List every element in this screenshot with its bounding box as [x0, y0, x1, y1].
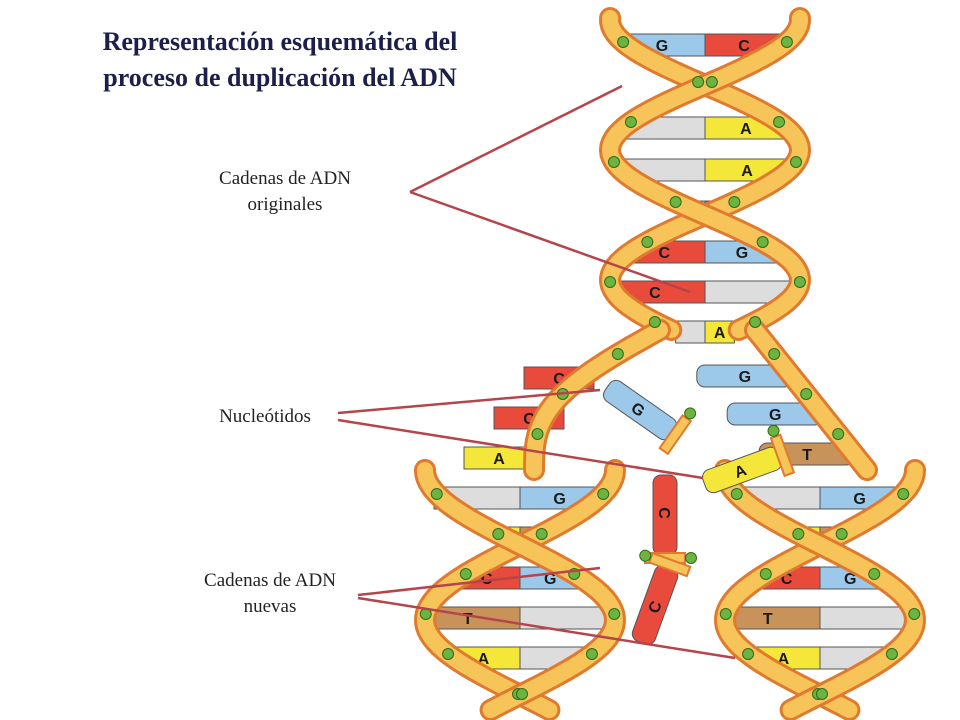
phosphate-dot — [669, 196, 682, 208]
phosphate-dot — [730, 488, 743, 500]
free-nucleotide-phosphate — [685, 552, 697, 564]
left-daughter-strand-b — [417, 462, 623, 718]
phosphate-dot — [728, 196, 741, 208]
phosphate-dot — [756, 236, 769, 248]
free-nucleotide-letter: C — [655, 507, 672, 519]
phosphate-dot — [442, 648, 455, 660]
phosphate-dot — [535, 528, 548, 540]
parent-pair-3-right-letter: A — [741, 163, 753, 180]
parent-pair-2-right-letter: A — [740, 121, 752, 138]
phosphate-dot — [792, 528, 805, 540]
right-daughter-pair-0-right-letter: G — [853, 491, 865, 508]
label-original-strands: Cadenas de ADN originales — [180, 166, 390, 218]
label-new-strands: Cadenas de ADN nuevas — [165, 568, 375, 620]
phosphate-dot — [617, 36, 630, 48]
parent-pair-5-left-letter: C — [658, 245, 670, 262]
parent-pair-5-right-letter: G — [736, 245, 748, 262]
phosphate-dot — [492, 528, 505, 540]
right-arm-letter-0: G — [739, 369, 751, 386]
label-new-strands-line1: Cadenas de ADN — [204, 570, 336, 591]
phosphate-dot — [459, 568, 472, 580]
phosphate-dot — [773, 116, 786, 128]
label-nucleotides: Nucleótidos — [219, 406, 311, 427]
phosphate-dot — [800, 388, 813, 400]
phosphate-dot — [835, 528, 848, 540]
right-daughter-strand-a — [717, 462, 923, 718]
phosphate-dot — [768, 348, 781, 360]
phosphate-dot — [597, 488, 610, 500]
free-nucleotide-1: A — [702, 424, 796, 494]
phosphate-dot — [742, 648, 755, 660]
phosphate-dot — [604, 276, 617, 288]
right-daughter-pair-2-right-letter: G — [844, 571, 856, 588]
left-daughter-pair-0-right-letter: G — [553, 491, 565, 508]
free-nucleotide-phosphate — [684, 407, 697, 420]
phosphate-dot — [648, 316, 661, 328]
right-daughter-strand-b — [717, 462, 923, 718]
phosphate-dot — [908, 608, 921, 620]
free-nucleotide-2: C — [644, 474, 697, 564]
phosphate-dot — [868, 568, 881, 580]
phosphate-dot — [641, 236, 654, 248]
left-arm-letter-2: A — [493, 451, 505, 468]
right-daughter-pair-3-left-letter: T — [763, 611, 773, 628]
phosphate-dot — [790, 156, 803, 168]
page-title: Representación esquemática del proceso d… — [40, 24, 520, 96]
label-original-strands-line2: originales — [247, 194, 323, 215]
title-line-1: Representación esquemática del — [102, 27, 458, 56]
phosphate-dot — [531, 428, 544, 440]
free-nucleotide-phosphate — [639, 549, 652, 562]
phosphate-dot — [780, 36, 793, 48]
pointer-line-1 — [409, 190, 691, 294]
phosphate-dot — [897, 488, 910, 500]
free-nucleotide-phosphate — [767, 424, 780, 437]
pointer-line-3 — [337, 418, 704, 480]
phosphate-dot — [585, 648, 598, 660]
free-nucleotide-sugar — [647, 551, 692, 578]
parent-pair-0-right-letter: C — [738, 38, 750, 55]
phosphate-dots-layer — [419, 36, 921, 700]
phosphate-dot — [705, 76, 718, 88]
pointer-line-4 — [357, 566, 601, 597]
pointer-line-0 — [409, 84, 623, 194]
phosphate-dot — [885, 648, 898, 660]
free-nucleotide-0: G — [602, 379, 697, 456]
phosphate-dot — [759, 568, 772, 580]
pointer-line-5 — [357, 596, 736, 660]
left-daughter-pair-3-left-letter: T — [463, 611, 473, 628]
phosphate-dot — [611, 348, 624, 360]
right-arm-letter-1: G — [769, 407, 781, 424]
parent-pair-0-left-letter: G — [656, 38, 668, 55]
pointer-lines-layer — [337, 84, 736, 660]
phosphate-dot — [719, 608, 732, 620]
parent-pair-6-left-letter: C — [649, 285, 661, 302]
label-new-strands-line2: nuevas — [243, 596, 297, 617]
phosphate-dot — [815, 688, 828, 700]
phosphate-dot — [692, 76, 705, 88]
free-nucleotide-3: C — [631, 549, 692, 645]
phosphate-dot — [430, 488, 443, 500]
phosphate-dot — [608, 608, 621, 620]
left-daughter-pair-2-right-letter: G — [544, 571, 556, 588]
parent-pair-7-right-letter: A — [714, 325, 726, 342]
phosphate-dot — [793, 276, 806, 288]
phosphate-dot — [624, 116, 637, 128]
phosphate-dot — [607, 156, 620, 168]
phosphate-dot — [832, 428, 845, 440]
pointer-line-2 — [337, 388, 601, 415]
label-original-strands-line1: Cadenas de ADN — [219, 168, 351, 189]
title-line-2: proceso de duplicación del ADN — [103, 63, 457, 92]
phosphate-dot — [515, 688, 528, 700]
right-arm-letter-2: T — [802, 447, 812, 464]
phosphate-dot — [749, 316, 762, 328]
left-daughter-strand-a — [417, 462, 623, 718]
